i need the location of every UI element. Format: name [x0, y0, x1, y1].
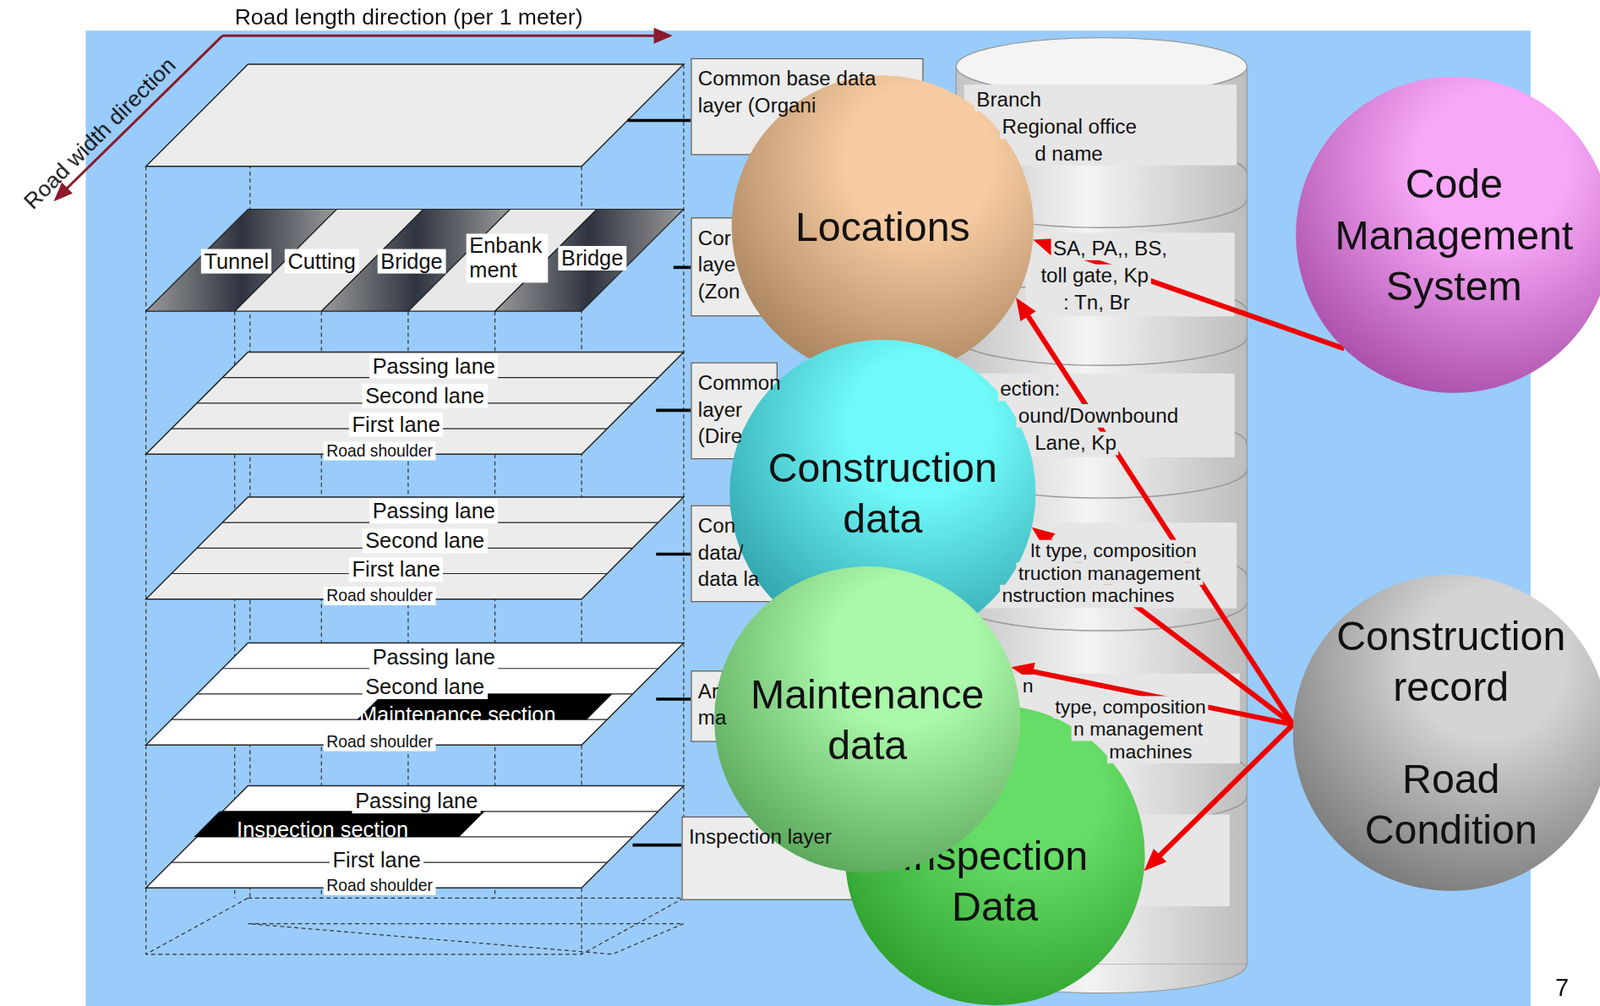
database-cylinder: [1025, 232, 1235, 317]
data-circle: Construction recordRoad Condition: [1293, 574, 1600, 891]
lane-label: Passing lane: [369, 644, 498, 670]
direction-arrows: [55, 29, 670, 199]
field-text: d name: [1032, 141, 1105, 165]
dashed-guides: [682, 64, 684, 898]
data-circle: Locations: [731, 75, 1034, 377]
layer-name: Ar ma: [698, 677, 727, 732]
lane-label: Road shoulder: [323, 876, 437, 896]
leader-lines: [655, 409, 691, 413]
field-text: machines: [1107, 741, 1195, 765]
field-text: SA, PA,, BS,: [1050, 235, 1169, 260]
connector-arrow: [1010, 662, 1294, 725]
lane-label: Second lane: [362, 528, 488, 553]
circle-label: Road Condition: [1323, 753, 1579, 856]
dashed-guides: [145, 166, 147, 955]
lane-label: Road shoulder: [323, 586, 437, 606]
lane-label: First lane: [329, 847, 425, 873]
lane-label: Inspection section: [236, 817, 409, 842]
structure-layer: [146, 208, 684, 312]
structure-label: Enbank ment: [466, 233, 549, 283]
lane-label: Second lane: [362, 383, 488, 409]
circle-label: Maintenance data: [729, 668, 1005, 771]
lane-layer: [146, 643, 684, 746]
connector-line: [1029, 671, 1294, 726]
circle-label: Locations: [749, 201, 1016, 252]
leader-lines: [627, 119, 691, 123]
field-text: toll gate, Kp: [1038, 263, 1151, 288]
structure-label: Bridge: [557, 245, 627, 271]
structure-label: Bridge: [377, 248, 447, 274]
caption-label: Road length direction (per 1 meter): [234, 4, 584, 30]
field-text: Regional office: [999, 114, 1139, 139]
layer-name: Con data/ data la: [698, 512, 770, 592]
field-text: : Tn, Br: [1061, 289, 1133, 314]
field-text: ection:: [998, 376, 1063, 401]
database-cylinder: [955, 336, 1247, 366]
field-text: truction management: [1015, 562, 1202, 585]
data-circle: Code Management System: [1295, 76, 1600, 394]
layer-box: Common layer (Dire: [690, 362, 778, 460]
dashed-guides: [247, 923, 684, 955]
circle-label: Construction record: [1323, 610, 1579, 713]
lane-label: First lane: [349, 556, 444, 582]
lane-label: Road shoulder: [323, 732, 437, 752]
direction-arrows: [222, 34, 659, 38]
lane-label: Passing lane: [369, 498, 498, 524]
base-slab: [146, 64, 684, 167]
lane-layer: [146, 786, 684, 889]
arrowhead: [1144, 848, 1168, 871]
field-text: lt type, composition: [1028, 540, 1199, 563]
lane-label: Passing lane: [352, 788, 481, 814]
field-text: nstruction machines: [999, 584, 1177, 608]
leader-lines: [655, 552, 691, 557]
circle-label: Construction data: [744, 442, 1021, 545]
connector-line: [1026, 312, 1294, 725]
field-text: Branch: [974, 87, 1044, 111]
layer-name: Cor laye (Zon: [698, 224, 749, 305]
direction-arrows: [63, 35, 223, 192]
field-text: n: [1020, 674, 1036, 698]
layer-box: Con data/ data la: [690, 505, 778, 603]
lane-label: Passing lane: [369, 354, 498, 379]
field-text: Lane, Kp: [1032, 431, 1120, 455]
layer-name: Inspection layer: [688, 823, 852, 850]
direction-arrows: [655, 29, 670, 42]
lane-label: First lane: [349, 412, 444, 437]
lane-label: Maintenance section: [359, 702, 557, 727]
caption-label: 7: [1555, 973, 1569, 1003]
lane-layer: [146, 352, 684, 455]
circle-label: Code Management System: [1316, 158, 1592, 312]
structure-label: Tunnel: [201, 248, 273, 274]
leader-lines: [655, 697, 691, 701]
layer-name: Common base data layer (Organi: [698, 65, 902, 119]
arrowhead: [1015, 297, 1037, 322]
dashed-guides: [146, 64, 684, 955]
layer-name: Common layer (Dire: [698, 369, 776, 449]
connector-arrow: [1015, 297, 1294, 725]
leader-lines: [627, 120, 691, 845]
field-text: ound/Downbound: [1015, 403, 1180, 427]
lane-layer: [146, 496, 684, 600]
lane-label: Road shoulder: [323, 442, 437, 461]
field-text: type, composition: [1053, 695, 1208, 719]
leader-lines: [633, 843, 683, 847]
lane-label: Second lane: [362, 674, 488, 699]
dashed-guides: [146, 897, 684, 954]
structure-label: Cutting: [284, 248, 360, 274]
dashed-guides: [249, 64, 251, 898]
field-text: n management: [1071, 718, 1206, 742]
leader-lines: [673, 265, 692, 269]
